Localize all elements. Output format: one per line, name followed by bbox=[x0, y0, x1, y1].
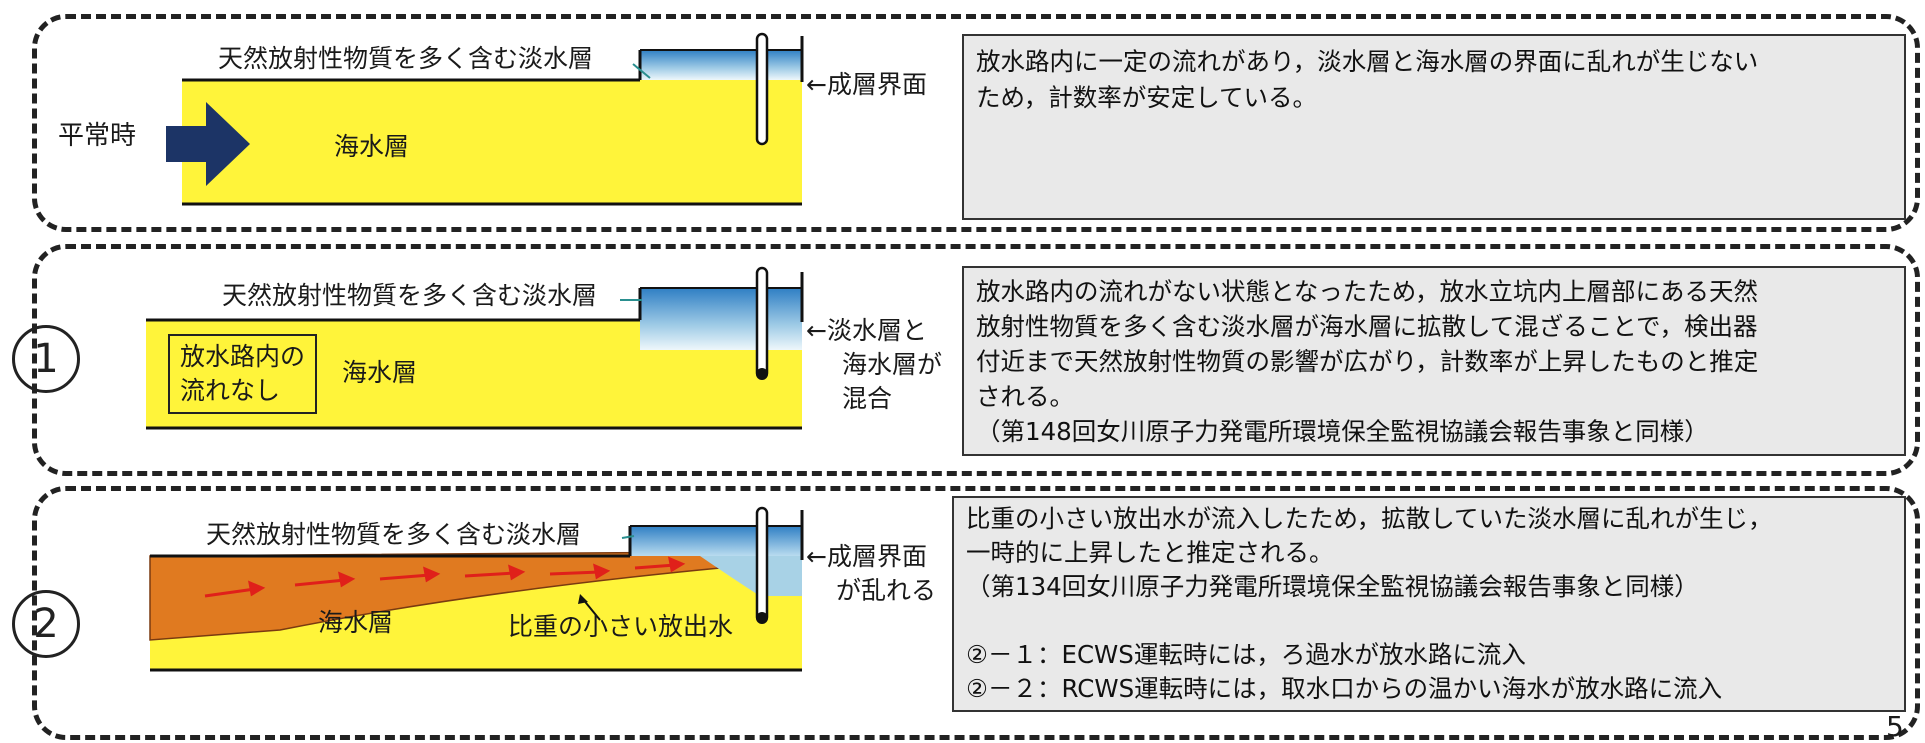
case2-description-line-1: 比重の小さい放出水が流入したため，拡散していた淡水層に乱れが生じ， bbox=[966, 504, 1773, 533]
case2-description-line-5: ②－１：ECWS運転時には，ろ過水が放水路に流入 bbox=[966, 640, 1526, 669]
case2-freshwater-label: 天然放射性物質を多く含む淡水層 bbox=[206, 520, 582, 549]
case2-flow-arrows bbox=[204, 556, 686, 598]
page-number: 5 bbox=[1886, 710, 1904, 743]
case2-outflow-label: 比重の小さい放出水 bbox=[508, 612, 734, 641]
case1-number-circle: 1 bbox=[12, 325, 80, 393]
normal-interface-label: ←成層界面 bbox=[806, 70, 927, 99]
case1-mix-line-1: ←淡水層と bbox=[806, 316, 927, 345]
case2-freshwater-layer bbox=[630, 526, 802, 556]
case2-description-line-3: （第134回女川原子力発電所環境保全監視協議会報告事象と同様） bbox=[966, 572, 1699, 601]
case1-description: 放水路内の流れがない状態となったため，放水立坑内上層部にある天然 放射性物質を多… bbox=[962, 266, 1906, 456]
case2-description-line-4 bbox=[966, 604, 1892, 638]
case1-mix-line-2: 海水層が bbox=[842, 350, 943, 379]
case2-description: 比重の小さい放出水が流入したため，拡散していた淡水層に乱れが生じ， 一時的に上昇… bbox=[952, 496, 1906, 712]
normal-description-line-1: 放水路内に一定の流れがあり，淡水層と海水層の界面に乱れが生じない bbox=[976, 47, 1759, 76]
case1-description-line-1: 放水路内の流れがない状態となったため，放水立坑内上層部にある天然 bbox=[976, 277, 1759, 306]
case1-no-flow-line-2: 流れなし bbox=[180, 376, 281, 405]
normal-flow-arrow bbox=[166, 102, 250, 186]
case2-number: 2 bbox=[33, 601, 59, 647]
case2-number-circle: 2 bbox=[12, 590, 80, 658]
normal-description: 放水路内に一定の流れがあり，淡水層と海水層の界面に乱れが生じない ため，計数率が… bbox=[962, 34, 1906, 220]
case1-mix-line-3: 混合 bbox=[842, 384, 893, 413]
case1-seawater-label: 海水層 bbox=[342, 358, 418, 387]
case2-description-line-6: ②－２：RCWS運転時には，取水口からの温かい海水が放水路に流入 bbox=[966, 674, 1723, 703]
case1-description-line-4: される。 bbox=[976, 382, 1074, 411]
normal-seawater-layer bbox=[182, 80, 802, 204]
case1-no-flow-box: 放水路内の 流れなし bbox=[168, 334, 318, 414]
case1-number: 1 bbox=[33, 336, 59, 382]
case1-description-line-3: 付近まで天然放射性物質の影響が広がり，計数率が上昇したものと推定 bbox=[976, 347, 1759, 376]
case2-seawater-label: 海水層 bbox=[318, 608, 394, 637]
case1-no-flow-line-1: 放水路内の bbox=[180, 342, 306, 371]
case1-freshwater-layer bbox=[640, 288, 802, 350]
normal-freshwater-layer bbox=[640, 50, 802, 80]
case1-description-line-5: （第148回女川原子力発電所環境保全監視協議会報告事象と同様） bbox=[976, 417, 1709, 446]
case1-description-line-2: 放射性物質を多く含む淡水層が海水層に拡散して混ざることで，検出器 bbox=[976, 312, 1758, 341]
case2-interface-line-2: が乱れる bbox=[836, 576, 937, 605]
case2-description-line-2: 一時的に上昇したと推定される。 bbox=[966, 538, 1334, 567]
case2-interface-line-1: ←成層界面 bbox=[806, 542, 927, 571]
normal-detector bbox=[755, 32, 769, 146]
normal-description-line-2: ため，計数率が安定している。 bbox=[976, 83, 1318, 112]
case2-detector bbox=[755, 506, 769, 624]
case1-detector bbox=[755, 266, 769, 380]
normal-state-label: 平常時 bbox=[58, 121, 137, 151]
normal-seawater-label: 海水層 bbox=[334, 132, 410, 161]
normal-freshwater-label: 天然放射性物質を多く含む淡水層 bbox=[218, 44, 594, 73]
case1-freshwater-label: 天然放射性物質を多く含む淡水層 bbox=[222, 281, 598, 310]
panel-normal-frame bbox=[32, 14, 1920, 232]
